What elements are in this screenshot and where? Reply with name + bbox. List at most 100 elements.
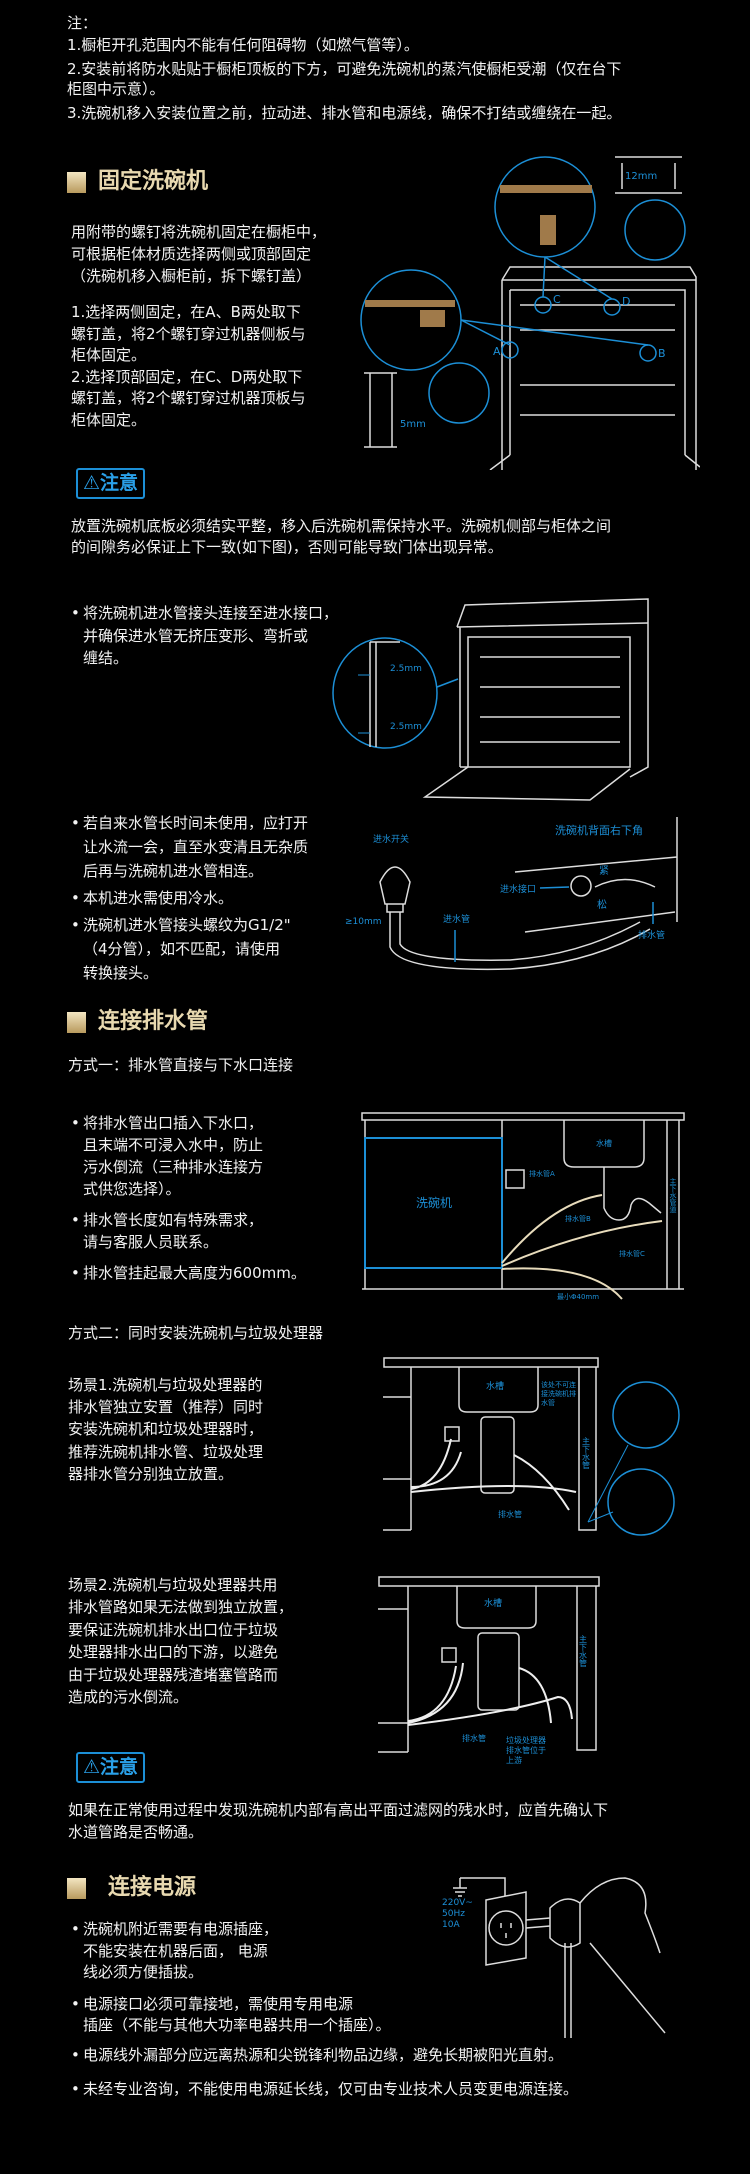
notice-label: 注意 bbox=[100, 472, 139, 494]
label-min: ≥10mm bbox=[345, 917, 382, 927]
label-loose: 松 bbox=[597, 898, 607, 911]
text-line: 柜体固定。 bbox=[71, 346, 147, 365]
label-tight: 紧 bbox=[599, 865, 609, 877]
list-item: 排水管挂起最大高度为600mm。 bbox=[71, 1262, 306, 1284]
heading-marker-icon bbox=[67, 1877, 86, 1899]
list-item: 本机进水需使用冷水。 bbox=[71, 886, 308, 910]
heading-text: 固定洗碗机 bbox=[98, 169, 209, 194]
label-min-diameter: 最小Φ40mm bbox=[557, 1292, 599, 1301]
note-2-cont: 柜图中示意）。 bbox=[67, 80, 165, 98]
heading-text: 连接电源 bbox=[108, 1875, 197, 1900]
label-c: C bbox=[553, 293, 561, 306]
text-line: 造成的污水倒流。 bbox=[68, 1688, 189, 1707]
text-line: 排水管独立安置（推荐）同时 bbox=[68, 1398, 264, 1417]
text-line: 安装洗碗机和垃圾处理器时， bbox=[68, 1420, 264, 1439]
text-line: 排水管路如果无法做到独立放置， bbox=[68, 1598, 294, 1617]
method-1: 方式一：排水管直接与下水口连接 bbox=[68, 1056, 294, 1074]
drain-diagram-3: 水槽 主下水管 排水管 垃圾处理器排水管位于上游 bbox=[378, 1576, 600, 1765]
scene-2: 场景2.洗碗机与垃圾处理器共用 排水管路如果无法做到独立放置， 要保证洗碗机排水… bbox=[68, 1574, 293, 1708]
spec-current: 10A bbox=[442, 1920, 460, 1930]
text-line: 推荐洗碗机排水管、垃圾处理 bbox=[68, 1442, 264, 1461]
text-line: 2.选择顶部固定，在C、D两处取下 bbox=[71, 367, 303, 386]
label-5mm: 5mm bbox=[400, 419, 426, 430]
label-hose: 排水管 bbox=[462, 1733, 486, 1743]
label-hose-c: 排水管C bbox=[619, 1249, 645, 1258]
notice-label: 注意 bbox=[100, 1756, 139, 1778]
inlet-bullets: 若自来水管长时间未使用，应打开让水流一会，直至水变清且无杂质后再与洗碗机进水管相… bbox=[71, 811, 308, 985]
note-3: 3.洗碗机移入安装位置之前，拉动进、排水管和电源线，确保不打结或缠绕在一起。 bbox=[67, 104, 622, 122]
text-line: 场景1.洗碗机与垃圾处理器的 bbox=[68, 1376, 263, 1394]
heading-marker-icon bbox=[67, 1011, 86, 1033]
inlet-diagram: 进水开关 ≥10mm 进水管 洗碗机背面右下角 进水接口 紧 松 排水管 bbox=[345, 817, 678, 971]
text-line: 放置洗碗机底板必须结实平整，移入后洗碗机需保持水平。洗碗机侧部与柜体之间 bbox=[71, 517, 612, 535]
note-2: 2.安装前将防水贴贴于橱柜顶板的下方，可避免洗碗机的蒸汽使橱柜受潮（仅在台下 bbox=[67, 60, 622, 78]
label-d: D bbox=[622, 295, 630, 308]
drain-diagram-1: 洗碗机 水槽 排水管A 排水管B 排水管C 最小Φ40mm 主下水管道 bbox=[361, 1112, 685, 1301]
text-line: 用附带的螺钉将洗碗机固定在橱柜中， bbox=[71, 223, 327, 241]
label-sink: 水槽 bbox=[596, 1138, 612, 1148]
notes-label: 注： bbox=[67, 14, 98, 32]
fix-diagram: A B C D 12mm 5mm bbox=[360, 156, 700, 470]
list-item: 若自来水管长时间未使用，应打开让水流一会，直至水变清且无杂质后再与洗碗机进水管相… bbox=[71, 811, 308, 883]
text-line: 处理器排水出口的下游，以避免 bbox=[68, 1643, 279, 1662]
scene-1: 场景1.洗碗机与垃圾处理器的 排水管独立安置（推荐）同时 安装洗碗机和垃圾处理器… bbox=[68, 1374, 263, 1485]
drain-diagram-2: 水槽 该处不可连接洗碗机排水管 主下水管 排水管 bbox=[383, 1357, 680, 1536]
text-line: 螺钉盖，将2个螺钉穿过机器侧板与 bbox=[71, 324, 306, 343]
label-a: A bbox=[493, 345, 501, 358]
gap-top-label: 2.5mm bbox=[390, 664, 422, 674]
label-dishwasher: 洗碗机 bbox=[416, 1195, 452, 1210]
label-valve: 进水开关 bbox=[373, 833, 409, 845]
note-1: 1.橱柜开孔范围内不能有任何阻碍物（如燃气管等）。 bbox=[67, 36, 419, 54]
list-item: 电源线外漏部分应远离热源和尖锐锋利物品边缘，避免长期被阳光直射。 bbox=[71, 2045, 578, 2067]
text-line: 1.选择两侧固定，在A、B两处取下 bbox=[71, 303, 301, 321]
label-main-pipe: 主下水管 bbox=[579, 1634, 588, 1668]
notice1-text: 放置洗碗机底板必须结实平整，移入后洗碗机需保持水平。洗碗机侧部与柜体之间 的间隙… bbox=[71, 516, 611, 558]
heading-marker-icon bbox=[67, 171, 86, 193]
notice2-text: 如果在正常使用过程中发现洗碗机内部有高出平面过滤网的残水时，应首先确认下 水道管… bbox=[68, 1799, 608, 1843]
power-plug-diagram: 220V~ 50Hz 10A bbox=[442, 1877, 666, 2038]
label-hose-a: 排水管A bbox=[529, 1169, 555, 1178]
warning-icon: ⚠ bbox=[83, 472, 101, 494]
fix-intro: 用附带的螺钉将洗碗机固定在橱柜中， 可根据柜体材质选择两侧或顶部固定 （洗碗机移… bbox=[71, 221, 326, 287]
label-main-pipe: 主下水管 bbox=[582, 1436, 591, 1470]
method-2: 方式二：同时安装洗碗机与垃圾处理器 bbox=[68, 1324, 324, 1342]
drain-bullets: 将排水管出口插入下水口，且末端不可浸入水中，防止污水倒流（三种排水连接方式供您选… bbox=[71, 1112, 306, 1284]
label-main-pipe: 主下水管道 bbox=[669, 1177, 677, 1214]
notice-badge: ⚠注意 bbox=[76, 1752, 146, 1783]
text-line: 场景2.洗碗机与垃圾处理器共用 bbox=[68, 1576, 278, 1594]
label-sink: 水槽 bbox=[484, 1597, 502, 1609]
fix-steps: 1.选择两侧固定，在A、B两处取下 螺钉盖，将2个螺钉穿过机器侧板与 柜体固定。… bbox=[71, 302, 306, 432]
text-line: 可根据柜体材质选择两侧或顶部固定 bbox=[71, 245, 312, 263]
text-line: 的间隙务必保证上下一致(如下图)，否则可能导致门体出现异常。 bbox=[71, 538, 503, 556]
label-hose: 排水管 bbox=[498, 1509, 522, 1519]
label-warning: 该处不可连接洗碗机排水管 bbox=[541, 1381, 576, 1407]
label-12mm: 12mm bbox=[625, 171, 657, 182]
label-hose-b: 排水管B bbox=[565, 1214, 591, 1223]
list-item: 排水管长度如有特殊需求，请与客服人员联系。 bbox=[71, 1209, 306, 1253]
heading-text: 连接排水管 bbox=[98, 1009, 209, 1034]
text-line: 由于垃圾处理器残渣堵塞管路而 bbox=[68, 1665, 279, 1684]
text-line: 要保证洗碗机排水出口位于垃圾 bbox=[68, 1620, 279, 1639]
gap-bottom-label: 2.5mm bbox=[390, 722, 422, 732]
door-gap-diagram: 2.5mm 2.5mm bbox=[332, 598, 649, 801]
text-line: 螺钉盖，将2个螺钉穿过机器顶板与 bbox=[71, 389, 306, 408]
label-upstream: 垃圾处理器排水管位于上游 bbox=[506, 1736, 546, 1765]
section-heading-drain: 连接排水管 bbox=[67, 1008, 208, 1036]
warning-icon: ⚠ bbox=[83, 1756, 101, 1778]
label-hose: 进水管 bbox=[443, 913, 470, 925]
text-line: （洗碗机移入橱柜前，拆下螺钉盖） bbox=[71, 267, 312, 285]
label-b: B bbox=[658, 347, 666, 360]
label-sink: 水槽 bbox=[486, 1380, 504, 1392]
label-corner: 洗碗机背面右下角 bbox=[555, 823, 643, 837]
notice-badge: ⚠注意 bbox=[76, 468, 146, 499]
spec-frequency: 50Hz bbox=[442, 1909, 465, 1919]
section-heading-power: 连接电源 bbox=[67, 1874, 196, 1902]
text-line: 水道管路是否畅通。 bbox=[68, 1823, 204, 1841]
list-item: 未经专业咨询，不能使用电源延长线，仅可由专业技术人员变更电源连接。 bbox=[71, 2079, 578, 2101]
label-port: 进水接口 bbox=[500, 883, 536, 895]
